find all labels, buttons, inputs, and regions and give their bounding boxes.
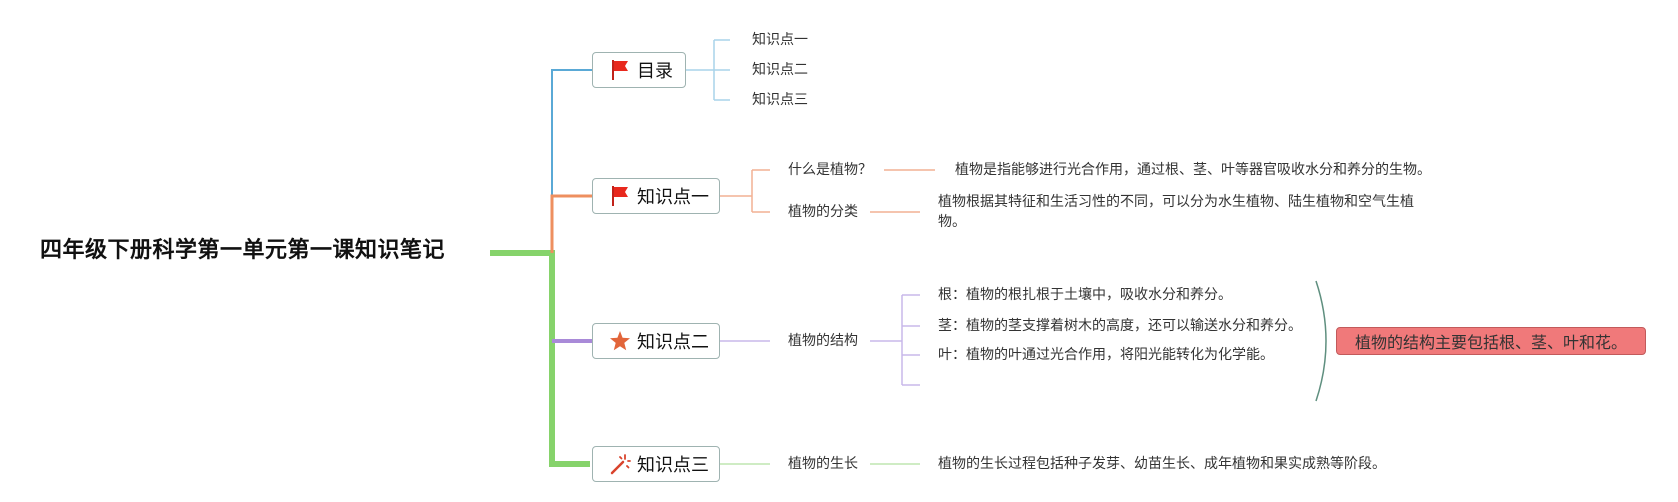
k2-detail-stem[interactable]: 茎：植物的茎支撑着树木的高度，还可以输送水分和养分。 [938,318,1302,334]
orange-star-icon [609,329,631,353]
k1-detail-classification[interactable]: 植物根据其特征和生活习性的不同，可以分为水生植物、陆生植物和空气生植物。 [938,194,1414,230]
root-topic[interactable]: 四年级下册科学第一单元第一课知识笔记 [40,238,446,263]
topic-k3[interactable]: 知识点三 [592,446,720,482]
k1-children-lines [720,169,770,213]
catalog-item-1[interactable]: 知识点一 [752,32,808,48]
k2-detail-lines [870,294,920,386]
catalog-children-lines [686,39,730,101]
topic-label: 知识点一 [637,187,709,208]
k1-detail-lines [870,169,935,213]
k1-sub-classification[interactable]: 植物的分类 [788,204,858,220]
branch-line-catalog [551,69,592,253]
red-flag-icon [609,58,631,82]
red-flag-icon [609,184,631,208]
branch-line-k1 [550,194,592,253]
trunk-line [490,250,590,467]
topic-catalog[interactable]: 目录 [592,52,686,88]
summary-box[interactable]: 植物的结构主要包括根、茎、叶和花。 [1336,327,1646,355]
k1-sub-what-is-plant[interactable]: 什么是植物？ [788,162,872,178]
topic-k1[interactable]: 知识点一 [592,178,720,214]
topic-k2[interactable]: 知识点二 [592,323,720,359]
catalog-item-3[interactable]: 知识点三 [752,92,808,108]
k2-detail-root[interactable]: 根：植物的根扎根于土壤中，吸收水分和养分。 [938,287,1232,303]
topic-label: 目录 [637,61,673,82]
k2-detail-leaf[interactable]: 叶：植物的叶通过光合作用，将阳光能转化为化学能。 [938,347,1274,363]
topic-label: 知识点三 [637,455,709,476]
magic-wand-icon [609,452,631,476]
catalog-item-2[interactable]: 知识点二 [752,62,808,78]
k3-detail-growth[interactable]: 植物的生长过程包括种子发芽、幼苗生长、成年植物和果实成熟等阶段。 [938,456,1386,472]
k2-sub-structure[interactable]: 植物的结构 [788,333,858,349]
k1-detail-what-is-plant[interactable]: 植物是指能够进行光合作用，通过根、茎、叶等器官吸收水分和养分的生物。 [955,162,1431,178]
topic-label: 知识点二 [637,332,709,353]
k3-sub-growth[interactable]: 植物的生长 [788,456,858,472]
summary-brace [1315,280,1327,402]
